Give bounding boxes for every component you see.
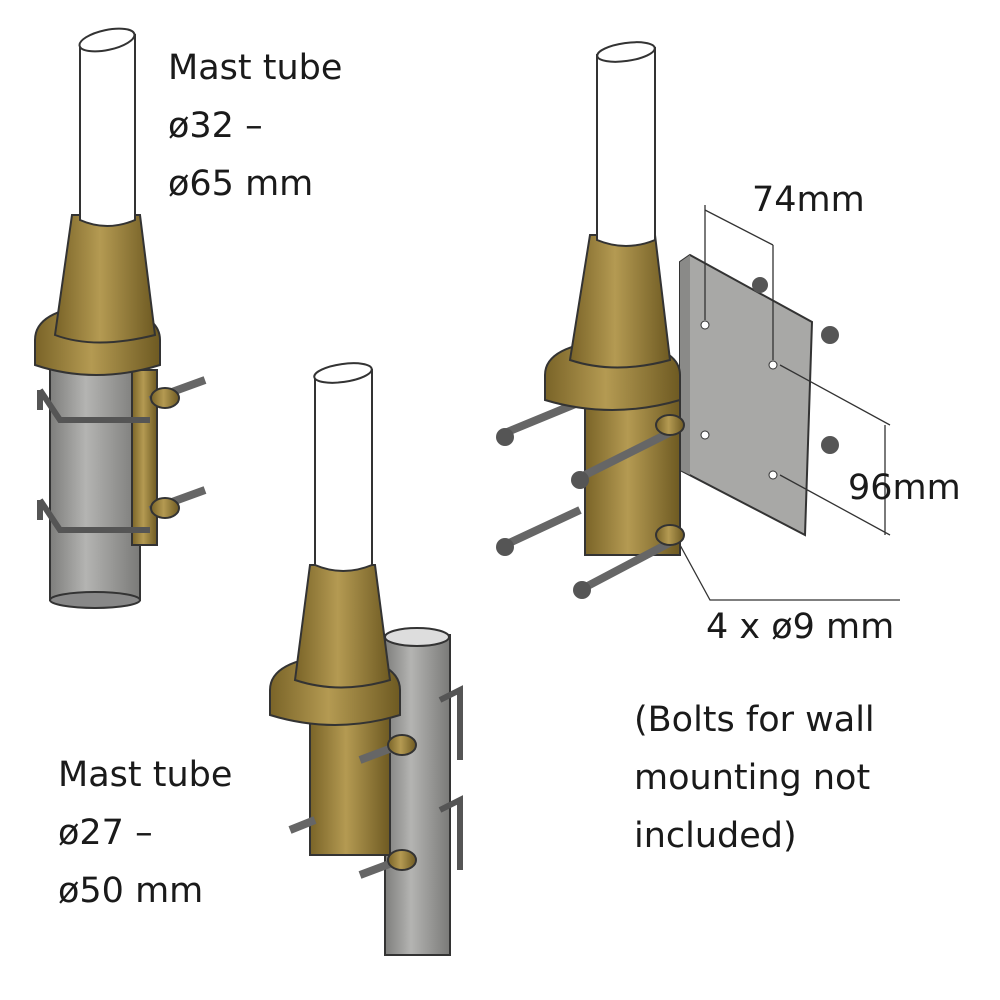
dimension-height: 96mm <box>848 468 961 508</box>
label-bottom-left: Mast tube ø27 – ø50 mm <box>58 746 232 920</box>
mount-wall-plate <box>496 41 900 601</box>
dimension-holes: 4 x ø9 mm <box>706 607 895 647</box>
label-line: ø50 mm <box>58 871 204 911</box>
note-line: included) <box>634 816 797 856</box>
label-line: ø65 mm <box>168 164 314 204</box>
dimension-width: 74mm <box>752 180 865 220</box>
mount-pipe-clamp-large <box>34 27 207 609</box>
note-line: (Bolts for wall <box>634 700 875 740</box>
label-line: Mast tube <box>58 755 233 795</box>
label-line: ø32 – <box>168 106 263 146</box>
note-bolts: (Bolts for wall mounting not included) <box>634 691 875 865</box>
label-top-left: Mast tube ø32 – ø65 mm <box>168 39 342 213</box>
dimension-lines <box>679 205 900 601</box>
mount-pipe-clamp-small <box>269 362 463 956</box>
note-line: mounting not <box>634 758 871 798</box>
label-line: ø27 – <box>58 813 153 853</box>
label-line: Mast tube <box>168 48 343 88</box>
